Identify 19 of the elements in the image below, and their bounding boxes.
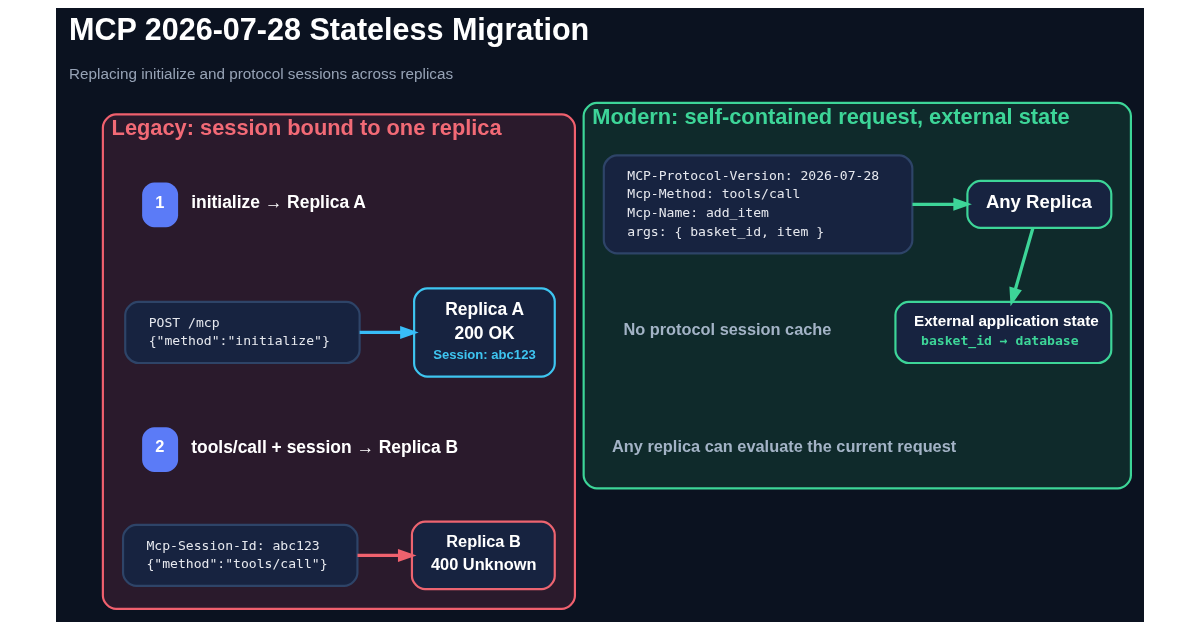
arrow <box>357 548 417 562</box>
node-label: tools/call + session → Replica B <box>191 436 459 457</box>
node-box: POST /mcp {"method":"initialize"} <box>124 300 361 365</box>
label: No protocol session cache <box>623 320 832 339</box>
node-box: Mcp-Session-Id: abc123 {"method":"tools/call"} <box>121 523 359 587</box>
arrow <box>912 197 972 211</box>
node-box: Replica A 200 OK Session: abc123 <box>413 287 556 378</box>
label: Replacing initialize and protocol sessions across replicas <box>69 64 454 82</box>
node-box: 1 <box>142 182 179 228</box>
label: Any replica can evaluate the current request <box>611 436 957 455</box>
node-box: 2 <box>142 427 179 472</box>
node-box: Any Replica <box>966 179 1113 229</box>
node-box: Replica B 400 Unknown <box>410 520 556 591</box>
diagram-title: MCP 2026-07-28 Stateless Migration <box>69 12 590 47</box>
node-label: initialize → Replica A <box>191 191 366 212</box>
arrow <box>359 325 419 339</box>
node-box: MCP-Protocol-Version: 2026-07-28 Mcp-Method: tools/call Mcp-Name: add_item args: { basket_id, item } <box>602 154 914 255</box>
arrow <box>1009 227 1035 307</box>
node-box: External application state basket_id → database <box>894 300 1113 365</box>
